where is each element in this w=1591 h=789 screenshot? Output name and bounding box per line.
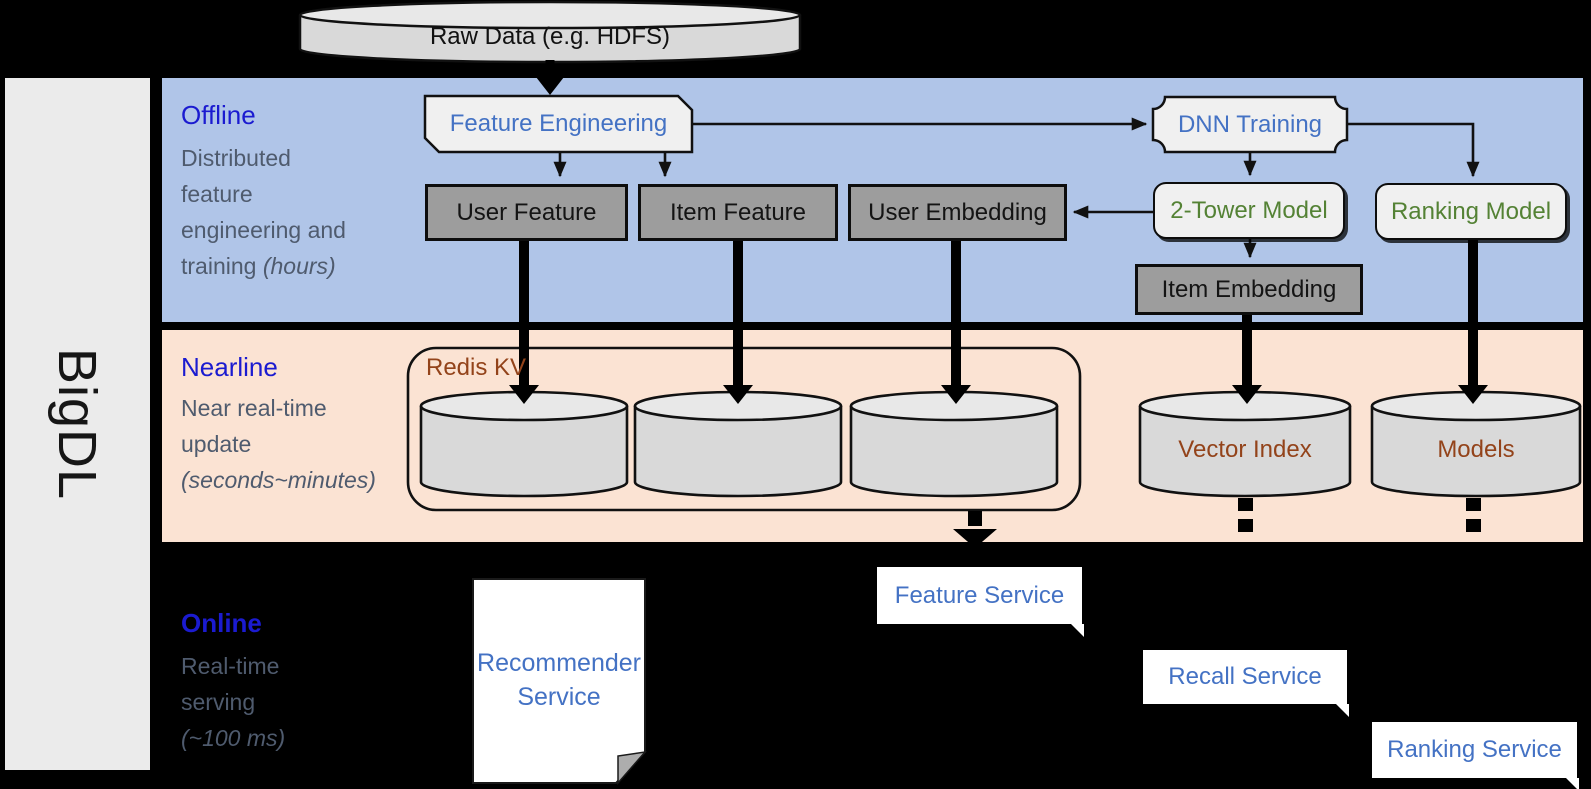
redis-cylinder-3: [849, 390, 1059, 498]
nearline-title: Nearline: [181, 352, 278, 382]
folded-corner-icon: [1566, 778, 1579, 789]
dashed-link-vector-index: [1238, 498, 1253, 532]
online-title: Online: [181, 608, 262, 638]
user-feature-box: User Feature: [425, 184, 628, 241]
two-tower-model-box: 2-Tower Model: [1153, 182, 1345, 239]
recall-service-box: Recall Service: [1143, 650, 1349, 717]
ranking-service-box: Ranking Service: [1372, 722, 1579, 789]
raw-data-cylinder: [298, 0, 802, 64]
redis-kv-label: Redis KV: [426, 354, 527, 381]
offline-description: Distributed feature engineering and trai…: [181, 145, 346, 279]
folded-corner-icon: [1336, 704, 1349, 717]
arrow-dnn-to-ranking-model: [1347, 122, 1480, 178]
nearline-duration: (seconds~minutes): [181, 467, 376, 493]
online-description: Real-time serving (~100 ms): [181, 653, 286, 751]
arrow-redis-to-feature-service: [953, 511, 997, 548]
ranking-model-box: Ranking Model: [1375, 183, 1567, 240]
arrow-user-feature-to-redis: [509, 238, 539, 404]
redis-cylinder-2: [633, 390, 843, 498]
redis-kv-container: [406, 346, 1082, 512]
dnn-training-shape: [1151, 95, 1349, 154]
offline-title: Offline: [181, 100, 256, 130]
user-embedding-box: User Embedding: [848, 184, 1067, 241]
arrow-user-embedding-to-redis: [941, 238, 971, 404]
bigdl-sidebar: BigDL: [5, 78, 150, 770]
feature-engineering-shape: [423, 94, 694, 154]
vector-index-cylinder: [1138, 390, 1352, 498]
document-folded-corner-icon: [617, 750, 647, 786]
online-duration: (~100 ms): [181, 725, 286, 751]
arrow-item-embedding-to-vector-index: [1232, 312, 1262, 404]
nearline-description: Near real-time update (seconds~minutes): [181, 395, 376, 493]
feature-service-box: Feature Service: [877, 567, 1084, 637]
models-cylinder: [1370, 390, 1582, 498]
dashed-link-models: [1466, 498, 1481, 532]
arrow-ranking-model-to-models: [1458, 237, 1488, 404]
item-feature-box: Item Feature: [638, 184, 838, 241]
folded-corner-icon: [1071, 624, 1084, 637]
recommender-service-document: [472, 578, 647, 786]
item-embedding-box: Item Embedding: [1135, 264, 1363, 315]
offline-duration: (hours): [262, 253, 336, 279]
redis-cylinder-1: [419, 390, 629, 498]
arrow-item-feature-to-redis: [723, 238, 753, 404]
arrow-rawdata-to-fe: [536, 60, 564, 95]
